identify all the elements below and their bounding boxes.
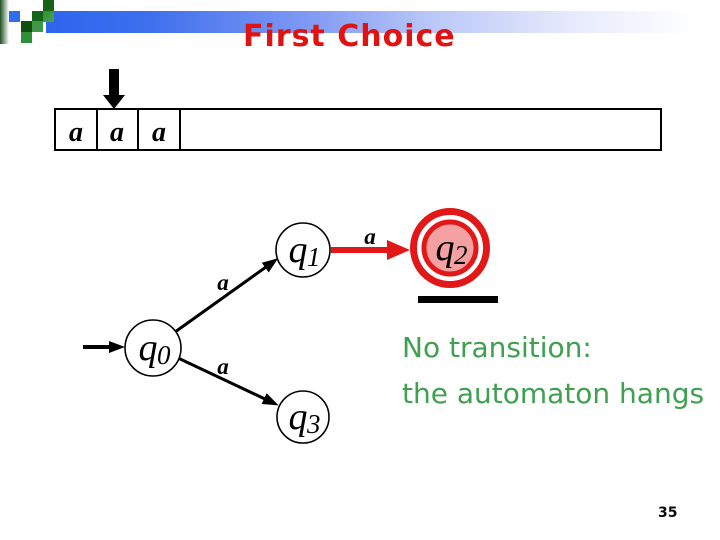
- state-q1-label: q 1: [289, 229, 321, 272]
- tape-head-pointer-arrowhead: [103, 95, 125, 109]
- pixel-square: [21, 32, 32, 43]
- svg-text:0: 0: [157, 340, 171, 370]
- state-q0-circle: [124, 319, 182, 377]
- page-number: 35: [658, 505, 678, 521]
- pixel-square: [21, 21, 32, 32]
- note-line-1: No transition:: [402, 331, 592, 364]
- edge-q0-q1: [174, 258, 279, 334]
- corner-gradient-bar: [0, 0, 9, 44]
- note-text: No transition: the automaton hangs: [402, 325, 704, 417]
- tape-cell-symbol: a: [69, 117, 83, 148]
- state-q0-label: q 0: [139, 327, 172, 370]
- svg-text:q: q: [289, 396, 308, 438]
- pixel-square: [43, 11, 54, 22]
- pixel-square: [32, 11, 43, 22]
- pixel-square: [32, 21, 43, 32]
- edge-label-q0-q1: a: [217, 270, 229, 295]
- svg-text:q: q: [139, 327, 158, 369]
- tape-cell-symbol: a: [152, 117, 166, 148]
- tape-head-pointer: [103, 69, 125, 109]
- edge-label-q1-q2: a: [364, 224, 376, 249]
- state-q2-label: q 2: [436, 227, 468, 270]
- edge-label-q0-q3: a: [217, 354, 229, 379]
- pixel-square: [9, 11, 20, 22]
- tape-outline: [54, 108, 662, 151]
- note-line-2: the automaton hangs: [402, 377, 705, 410]
- state-q3-circle: [276, 390, 330, 444]
- svg-text:3: 3: [306, 409, 321, 439]
- edge-q0-q3: [177, 356, 279, 406]
- state-q1-circle: [275, 222, 331, 278]
- svg-text:2: 2: [454, 240, 468, 270]
- tape-head-pointer-shaft: [109, 69, 119, 96]
- state-q3-label: q 3: [289, 396, 321, 439]
- pixel-square: [43, 0, 54, 11]
- current-state-underline: [418, 296, 498, 303]
- state-q2-inner-circle: [421, 219, 479, 277]
- svg-text:1: 1: [307, 242, 321, 272]
- tape-cell-symbol: a: [110, 117, 124, 148]
- banner-bar: [46, 11, 720, 33]
- svg-text:q: q: [436, 227, 455, 269]
- slide-title: First Choice: [243, 19, 456, 54]
- tape: a a a: [54, 108, 662, 151]
- svg-text:q: q: [289, 229, 308, 271]
